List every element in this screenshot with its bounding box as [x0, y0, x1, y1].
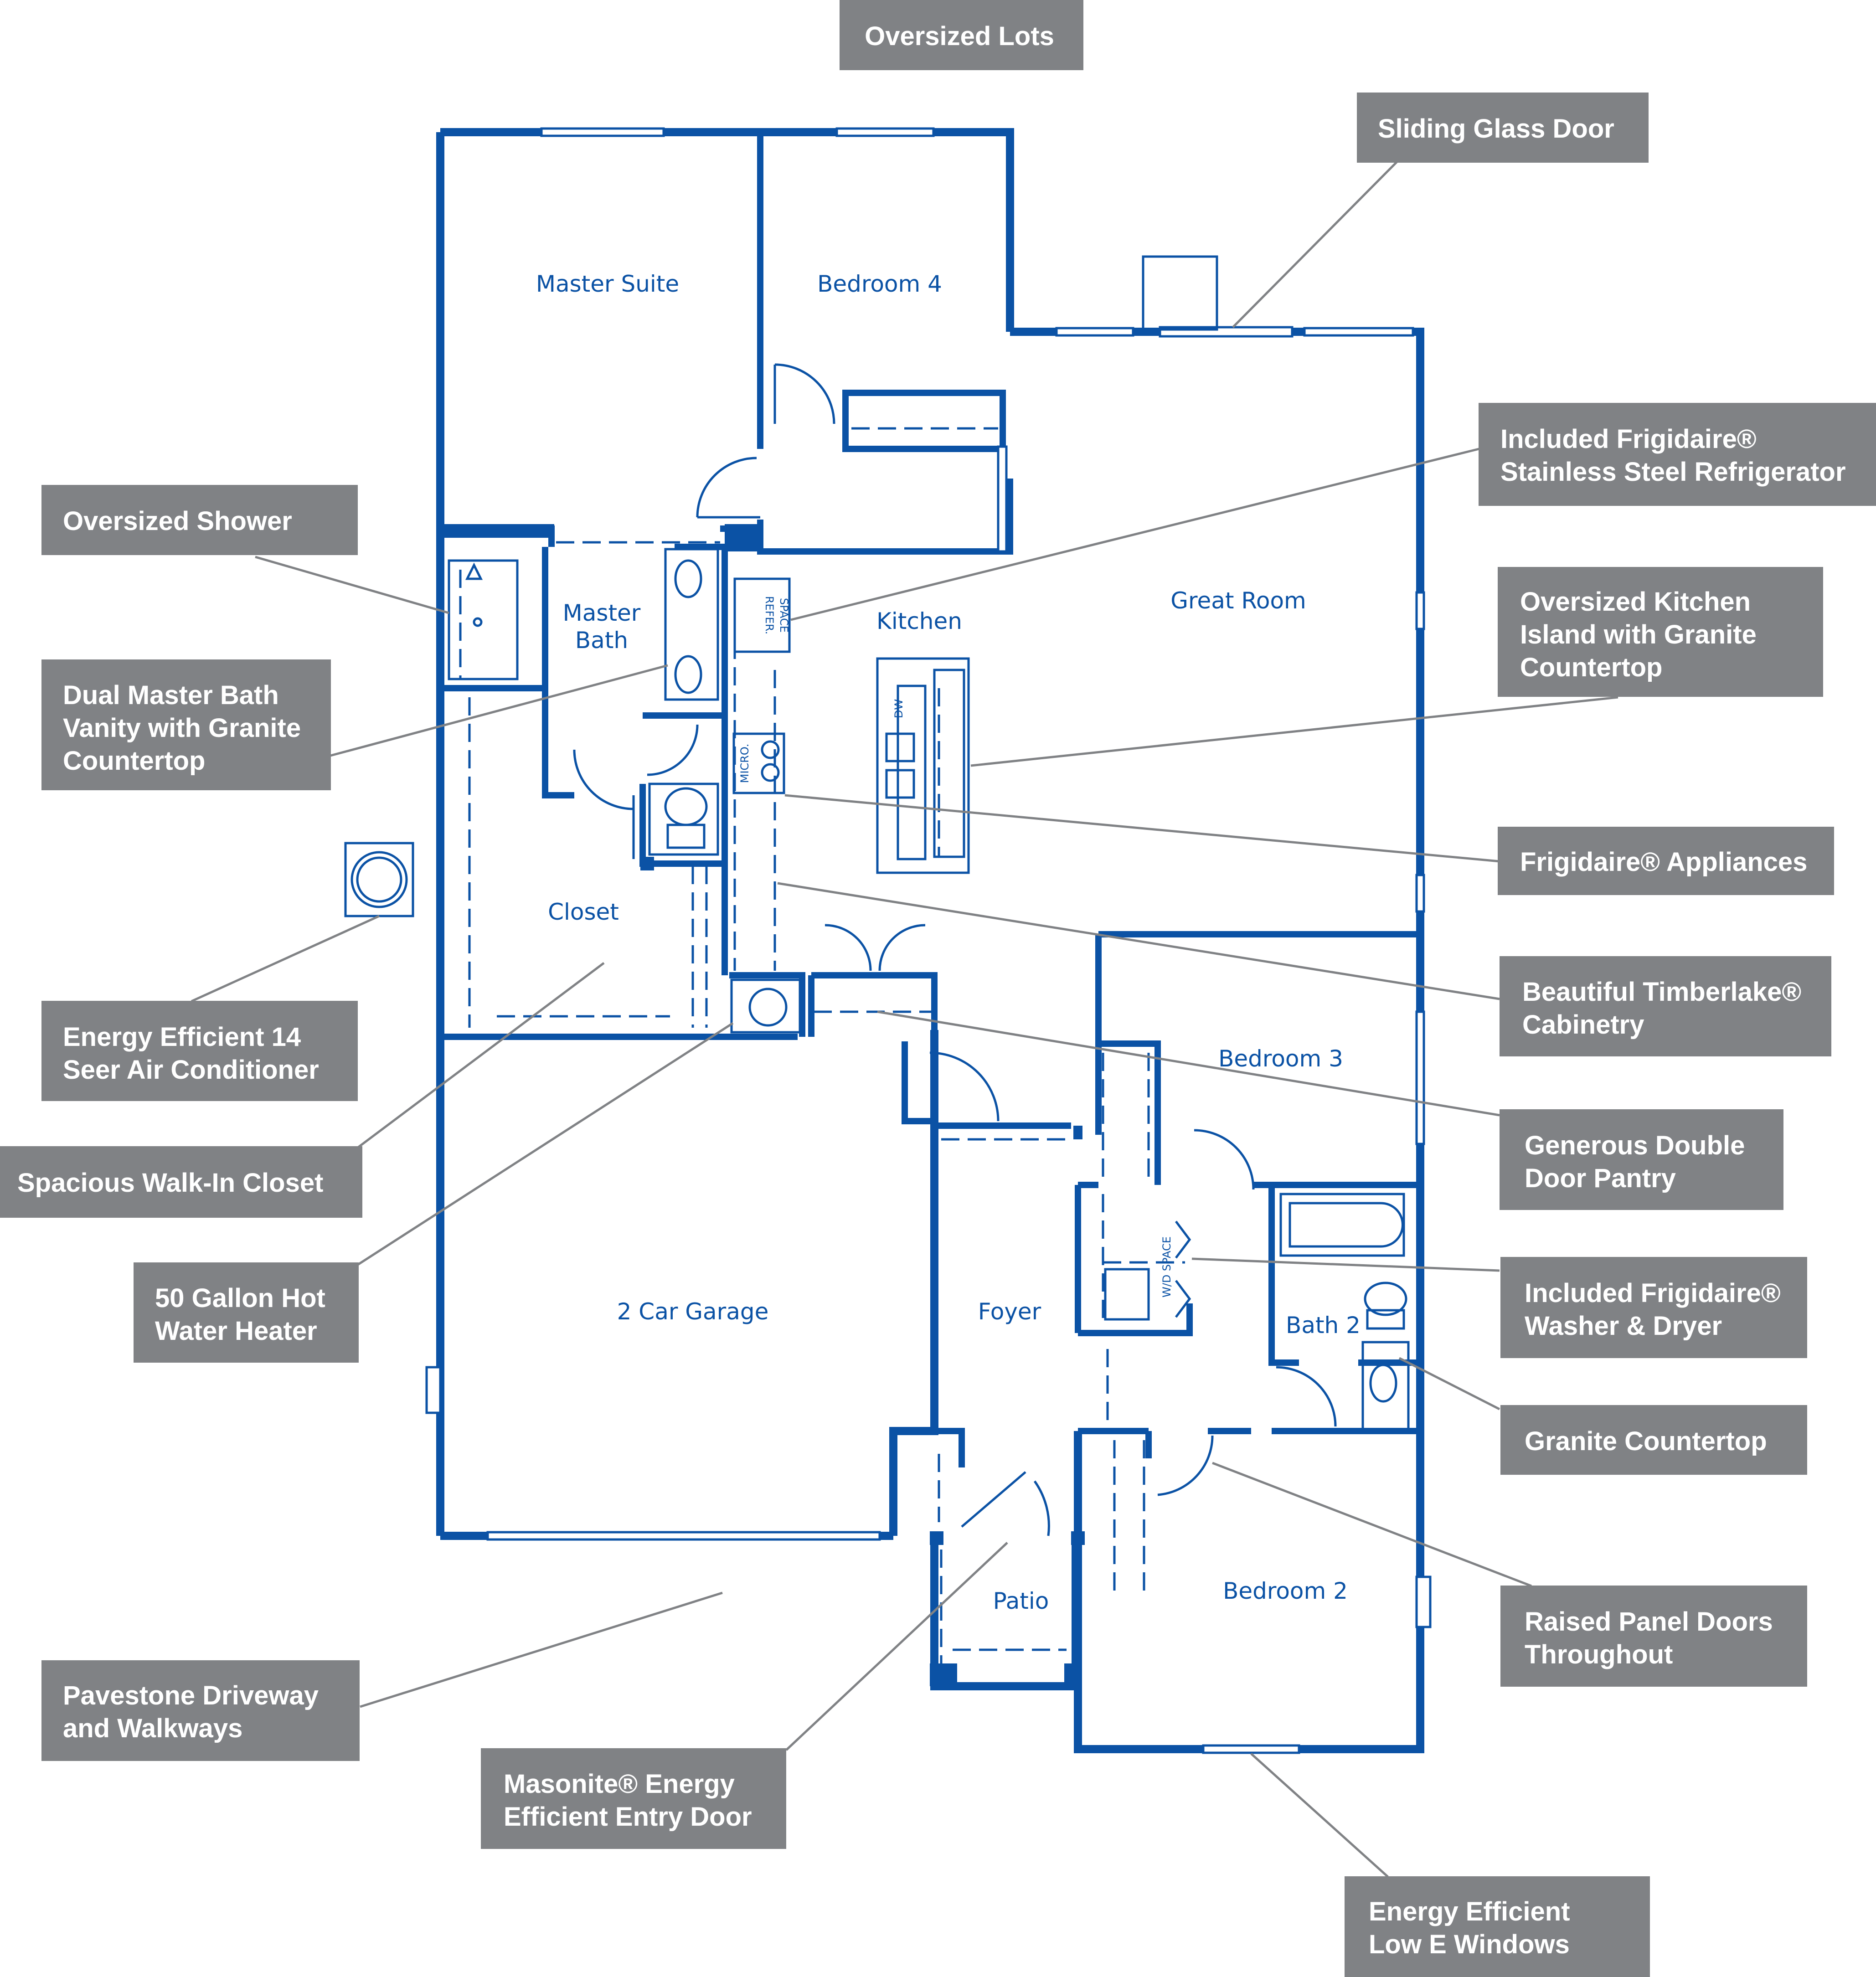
callout-refrigerator-line1: Included Frigidaire® — [1500, 424, 1757, 454]
room-kitchen: Kitchen — [876, 608, 962, 634]
refer-label-line1: REFER. — [763, 596, 776, 634]
callout-entry-door-line2: Efficient Entry Door — [504, 1802, 752, 1832]
fixtures — [344, 548, 1410, 1432]
callout-washer-dryer: Included Frigidaire® Washer & Dryer — [1500, 1257, 1807, 1358]
callout-air-conditioner: Energy Efficient 14 Seer Air Conditioner — [41, 1001, 358, 1101]
callout-sliding-glass-door-text: Sliding Glass Door — [1378, 114, 1614, 144]
callout-water-heater-line1: 50 Gallon Hot — [155, 1283, 325, 1313]
wall-blocks — [440, 524, 1085, 1686]
exterior-walls — [436, 128, 1424, 1753]
callout-entry-door: Masonite® Energy Efficient Entry Door — [481, 1748, 786, 1849]
callout-pantry: Generous Double Door Pantry — [1500, 1109, 1783, 1210]
callout-kitchen-island: Oversized Kitchen Island with Granite Co… — [1498, 567, 1823, 697]
callout-washer-dryer-line2: Washer & Dryer — [1525, 1311, 1722, 1341]
fireplace-box — [1142, 255, 1218, 331]
interior-walls — [440, 132, 1420, 1467]
callout-cabinetry-line2: Cabinetry — [1522, 1010, 1644, 1040]
room-master-bath-line1: Master — [563, 600, 641, 626]
room-bedroom-3: Bedroom 3 — [1218, 1045, 1343, 1072]
room-closet: Closet — [548, 899, 619, 925]
callout-cabinetry-line1: Beautiful Timberlake® — [1522, 977, 1801, 1007]
callout-pantry-line1: Generous Double — [1525, 1131, 1745, 1160]
callout-low-e-windows: Energy Efficient Low E Windows — [1345, 1876, 1650, 1977]
callout-windows-line2: Low E Windows — [1369, 1930, 1570, 1959]
room-great-room: Great Room — [1170, 587, 1306, 614]
callout-refrigerator-line2: Stainless Steel Refrigerator — [1500, 457, 1846, 487]
room-labels: Master Suite Bedroom 4 Master Bath Kitch… — [536, 271, 1361, 1614]
callout-kitchen-island-line1: Oversized Kitchen — [1520, 587, 1751, 617]
callout-raised-panel-doors: Raised Panel Doors Throughout — [1500, 1586, 1807, 1687]
windows — [425, 127, 1432, 1754]
callout-water-heater-line2: Water Heater — [155, 1316, 317, 1346]
callout-walk-in-closet-text: Spacious Walk-In Closet — [17, 1168, 323, 1198]
room-master-bath-line2: Bath — [575, 627, 628, 654]
micro-label: MICRO. — [738, 744, 751, 783]
callout-raised-panel-line1: Raised Panel Doors — [1525, 1607, 1773, 1637]
room-patio: Patio — [993, 1588, 1049, 1614]
callout-refrigerator: Included Frigidaire® Stainless Steel Ref… — [1479, 403, 1876, 506]
callout-pavestone-driveway: Pavestone Driveway and Walkways — [41, 1660, 360, 1761]
leader-lines — [191, 161, 1618, 1878]
wd-space-label: W/D SPACE — [1160, 1236, 1173, 1297]
callout-appliances-text: Frigidaire® Appliances — [1520, 847, 1807, 877]
room-bath-2: Bath 2 — [1286, 1312, 1361, 1339]
refer-label-line2: SPACE — [778, 598, 790, 633]
callout-oversized-shower: Oversized Shower — [41, 485, 358, 555]
callout-oversized-lots-text: Oversized Lots — [865, 21, 1054, 51]
callout-entry-door-line1: Masonite® Energy — [504, 1769, 735, 1799]
door-swings — [573, 363, 1337, 1536]
callout-appliances: Frigidaire® Appliances — [1498, 827, 1834, 895]
callout-pantry-line2: Door Pantry — [1525, 1164, 1676, 1193]
room-foyer: Foyer — [978, 1298, 1041, 1325]
room-bedroom-4: Bedroom 4 — [817, 271, 942, 297]
callout-driveway-line1: Pavestone Driveway — [63, 1681, 319, 1710]
callout-air-conditioner-line1: Energy Efficient 14 — [63, 1022, 301, 1052]
callout-driveway-line2: and Walkways — [63, 1714, 242, 1743]
callout-oversized-lots: Oversized Lots — [840, 0, 1083, 70]
room-master-suite: Master Suite — [536, 271, 679, 297]
callout-dual-vanity-line3: Countertop — [63, 746, 206, 776]
fixture-labels: REFER. SPACE MICRO. DW W/D SPACE — [738, 596, 1173, 1297]
callout-water-heater: 50 Gallon Hot Water Heater — [134, 1262, 359, 1363]
callout-dual-vanity-line2: Vanity with Granite — [63, 713, 301, 743]
callout-oversized-shower-text: Oversized Shower — [63, 506, 292, 536]
callout-sliding-glass-door: Sliding Glass Door — [1357, 93, 1649, 163]
callout-raised-panel-line2: Throughout — [1525, 1640, 1673, 1669]
callout-kitchen-island-line3: Countertop — [1520, 653, 1663, 682]
callout-granite-countertop: Granite Countertop — [1500, 1405, 1807, 1475]
room-bedroom-2: Bedroom 2 — [1223, 1578, 1348, 1604]
callout-washer-dryer-line1: Included Frigidaire® — [1525, 1278, 1781, 1308]
callout-granite-countertop-text: Granite Countertop — [1525, 1426, 1767, 1456]
callout-kitchen-island-line2: Island with Granite — [1520, 620, 1757, 649]
callout-walk-in-closet: Spacious Walk-In Closet — [0, 1146, 362, 1218]
callout-windows-line1: Energy Efficient — [1369, 1897, 1570, 1926]
callout-air-conditioner-line2: Seer Air Conditioner — [63, 1055, 319, 1085]
callout-dual-vanity: Dual Master Bath Vanity with Granite Cou… — [41, 659, 331, 790]
room-garage: 2 Car Garage — [617, 1298, 769, 1325]
dw-label: DW — [892, 699, 905, 718]
callout-dual-vanity-line1: Dual Master Bath — [63, 680, 279, 710]
callout-cabinetry: Beautiful Timberlake® Cabinetry — [1500, 956, 1831, 1056]
